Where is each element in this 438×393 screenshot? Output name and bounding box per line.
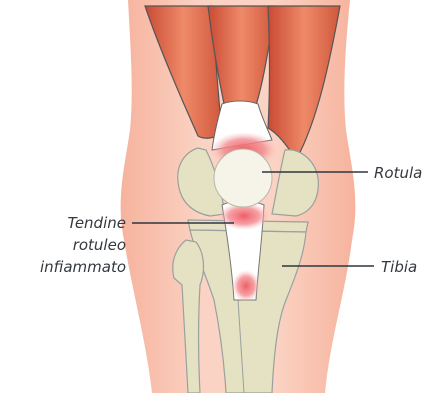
label-tendine-line-1: Tendine [14,212,126,234]
label-tendine: Tendine rotuleo infiammato [14,212,126,278]
inflammation-bottom [232,270,260,302]
label-tendine-line-3: infiammato [14,256,126,278]
label-tibia: Tibia [381,257,417,277]
patella [214,149,272,207]
label-rotula: Rotula [374,163,422,183]
label-tendine-line-2: rotuleo [14,234,126,256]
